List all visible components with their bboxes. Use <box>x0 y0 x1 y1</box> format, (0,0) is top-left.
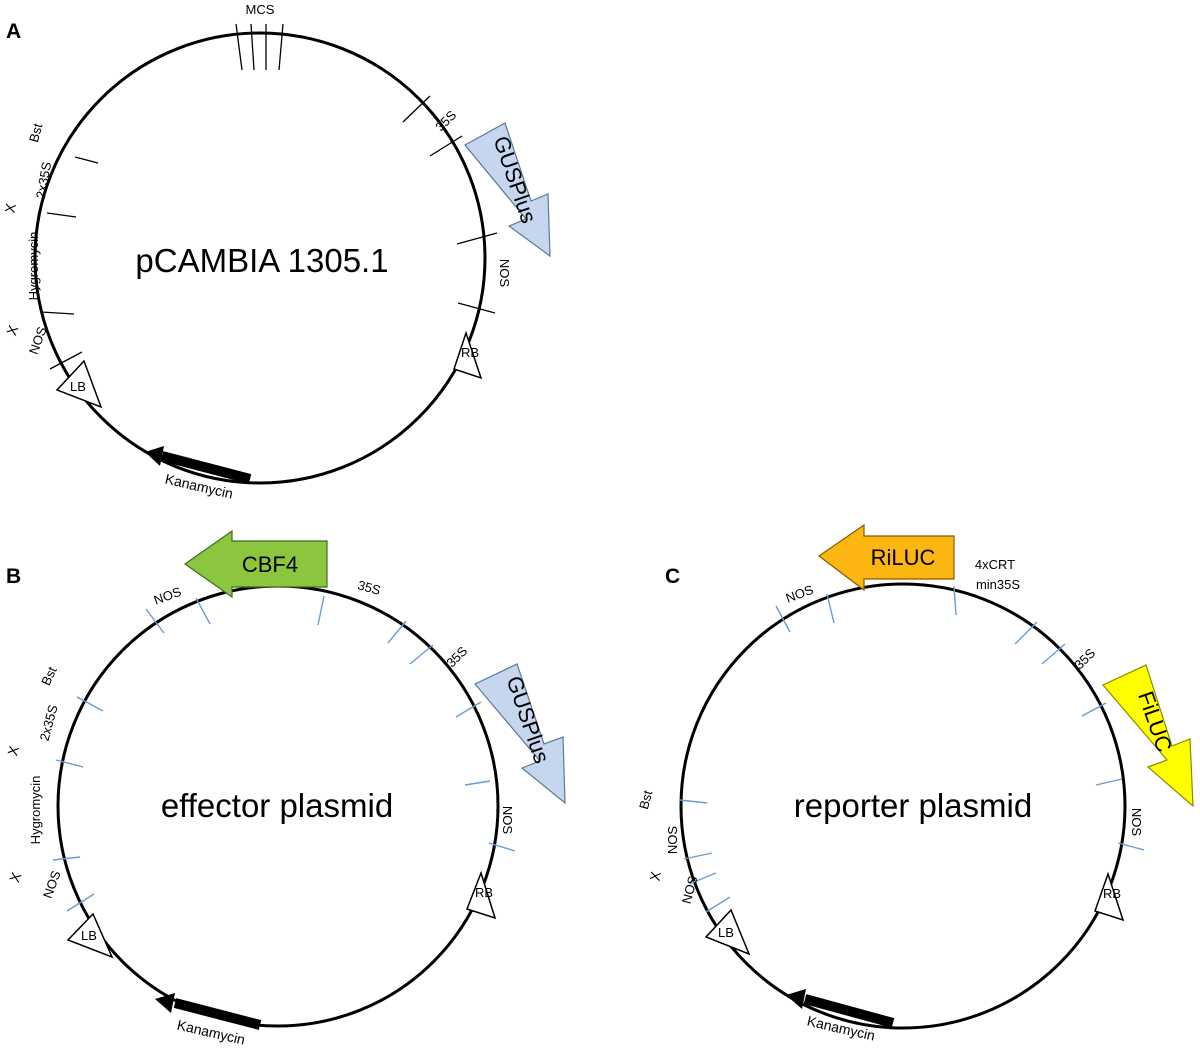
panel-c-4xcrt-label: 4xCRT <box>975 557 1015 572</box>
panel-a: A pCAMBIA 1305.1 MCS 35S NOS GUSPlus R <box>1 2 551 502</box>
panel-c-letter: C <box>665 565 680 588</box>
panel-b-nos-right-label: NOS <box>500 806 515 835</box>
panel-b-blue-ticks-right <box>145 595 516 852</box>
panel-b-blue-ticks-left <box>52 696 104 912</box>
panel-a-nos-left-label: NOS <box>26 324 50 356</box>
panel-a-rb-marker: RB <box>453 330 483 380</box>
panel-a-hygromycin-label: Hygromycin <box>26 232 41 301</box>
panel-b-hygromycin-label: Hygromycin <box>28 776 43 845</box>
panel-b-nos-left-label: NOS <box>40 868 64 900</box>
panel-b-cbf4-arrow: CBF4 <box>183 529 328 599</box>
panel-b-x-upper-label: X <box>4 743 22 757</box>
panel-c-blue-ticks-left <box>679 799 731 913</box>
panel-b-35s-top-label: 35S <box>356 577 383 598</box>
panel-c-bst-label: Bst <box>636 788 655 810</box>
panel-a-bst-label: Bst <box>26 121 45 143</box>
panel-c-min35s-label: min35S <box>976 577 1020 592</box>
panel-c: C reporter plasmid RiLUC 4xCRT min35S NO… <box>636 523 1194 1044</box>
panel-a-right-ticks <box>402 95 498 314</box>
panel-b-rb-label: RB <box>475 885 493 900</box>
panel-c-nos-left-upper-label: NOS <box>665 826 680 855</box>
panel-a-lb-label: LB <box>70 379 86 394</box>
panel-c-riluc-arrow: RiLUC <box>817 523 955 592</box>
panel-a-35s-label: 35S <box>432 107 459 134</box>
panel-b-plasmid-title: effector plasmid <box>161 787 393 824</box>
panel-c-kanamycin-arrow: Kanamycin <box>786 989 895 1044</box>
panel-a-backbone-circle <box>33 31 487 485</box>
panel-c-lb-marker: LB <box>704 908 751 956</box>
panel-c-blue-ticks-right <box>775 585 1145 851</box>
panel-a-letter: A <box>6 20 21 43</box>
panel-a-lb-marker: LB <box>55 359 103 409</box>
panel-c-nos-top-label: NOS <box>784 582 816 606</box>
panel-a-2x35s-label: 2x35S <box>33 160 54 199</box>
panel-a-gusplus-arrow: GUSPlus <box>464 122 551 258</box>
panel-b-rb-marker: RB <box>466 870 497 920</box>
panel-a-rb-label: RB <box>461 345 479 360</box>
panel-c-backbone-circle <box>679 582 1127 1030</box>
panel-c-plasmid-title: reporter plasmid <box>794 787 1032 824</box>
panel-b-gusplus-arrow: GUSPlus <box>474 663 566 805</box>
panel-a-plasmid-title: pCAMBIA 1305.1 <box>135 242 388 279</box>
panel-a-x-upper-label: X <box>1 201 18 214</box>
panel-b-lb-marker: LB <box>66 912 114 959</box>
panel-a-left-ticks <box>40 156 99 370</box>
panel-a-mcs-ticks <box>235 23 284 71</box>
panel-a-x-lower-label: X <box>3 323 21 338</box>
panel-b-bst-label: Bst <box>38 664 60 688</box>
panel-b-nos-top-label: NOS <box>152 584 184 608</box>
panel-a-mcs-label: MCS <box>246 2 275 17</box>
panel-c-rb-label: RB <box>1103 886 1121 901</box>
panel-b: B effector plasmid CBF4 NOS 35S 35S NOS … <box>4 529 566 1048</box>
panel-c-nos-left-lower-label: NOS <box>679 874 701 905</box>
panel-c-filuc-arrow: FiLUC <box>1102 664 1194 808</box>
panel-b-x-lower-label: X <box>6 870 24 885</box>
panel-b-kanamycin-arrow: Kanamycin <box>155 993 262 1048</box>
panel-b-2x35s-label: 2x35S <box>37 703 61 743</box>
panel-c-rb-marker: RB <box>1094 871 1125 922</box>
panel-c-riluc-label: RiLUC <box>871 545 936 570</box>
panel-b-cbf4-label: CBF4 <box>242 552 298 577</box>
panel-b-letter: B <box>6 565 21 588</box>
panel-a-nos-right-label: NOS <box>497 259 512 288</box>
panel-c-x-mid-label: X <box>646 869 663 882</box>
panel-c-nos-right-label: NOS <box>1129 808 1144 837</box>
panel-b-lb-label: LB <box>81 928 97 943</box>
panel-c-lb-label: LB <box>718 925 734 940</box>
